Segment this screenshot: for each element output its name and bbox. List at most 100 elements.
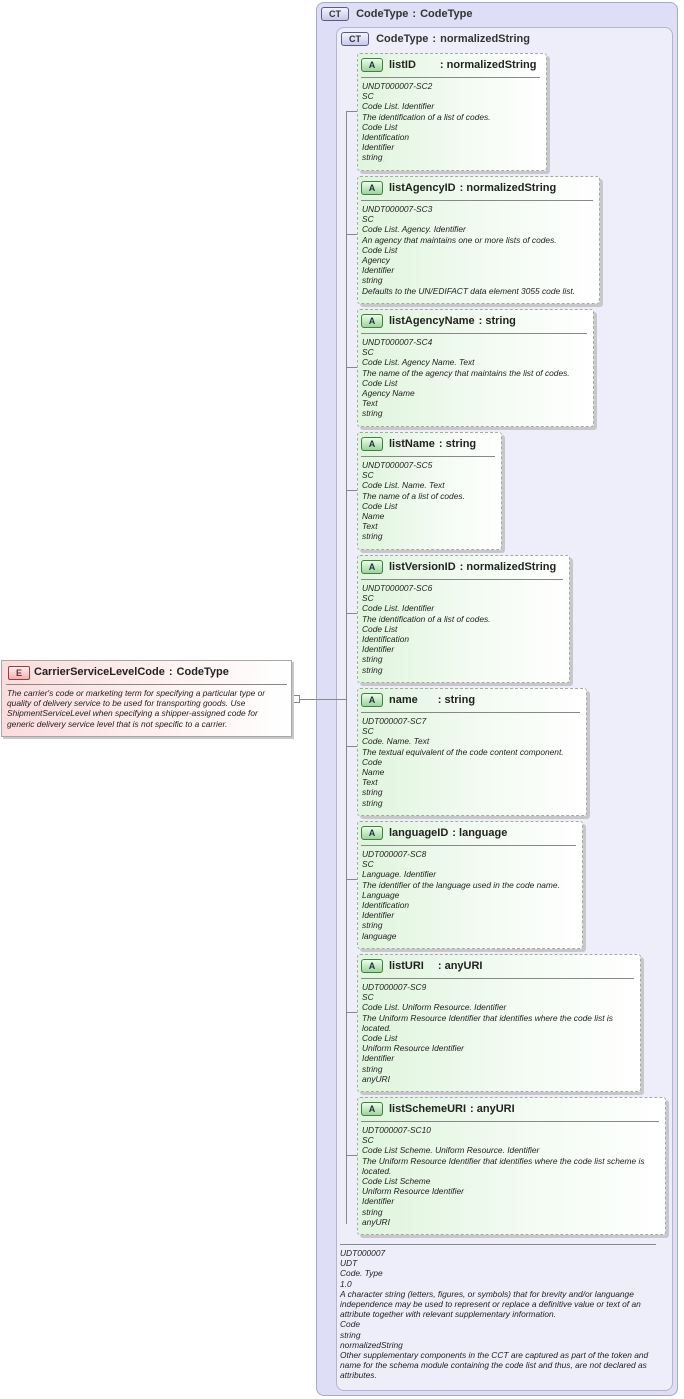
attribute-detail-line: Identifier — [362, 265, 395, 276]
attribute-detail-line: Code List. Identifier — [362, 101, 435, 112]
attribute-type: string — [485, 314, 516, 327]
attribute-icon: A — [361, 1102, 383, 1116]
attribute-detail-line: SC — [362, 91, 374, 102]
attribute-detail-line: Identification — [362, 132, 410, 143]
documentation-line: Code. Type — [340, 1268, 383, 1279]
documentation-line: normalizedString — [340, 1339, 403, 1350]
attribute-detail-line: Code List — [362, 500, 398, 511]
attribute-detail-line: Name — [362, 767, 385, 778]
attribute-detail-line: SC — [362, 726, 374, 737]
attribute-detail-line: SC — [362, 1135, 374, 1146]
attribute-detail-line: SC — [362, 214, 374, 225]
attribute-connector — [346, 234, 357, 235]
attribute-name: listVersionID — [389, 560, 456, 573]
attribute-detail-line: UNDT000007-SC4 — [362, 337, 433, 347]
attribute-detail-line: Code List. Identifier — [362, 603, 435, 614]
attribute-detail-line: string — [362, 275, 383, 286]
documentation-line: UDT — [340, 1258, 358, 1269]
attribute-icon: A — [361, 959, 383, 973]
attribute-detail-line: SC — [362, 593, 374, 604]
attribute-type: normalizedString — [446, 58, 537, 71]
attribute-detail-line: The textual equivalent of the code conte… — [362, 746, 564, 757]
attribute-detail-line: SC — [362, 992, 374, 1003]
attribute-detail-line: Text — [362, 521, 378, 532]
attribute-detail-line: Language. Identifier — [362, 869, 437, 880]
documentation-line: string — [340, 1329, 361, 1340]
attribute-detail-line: language — [362, 930, 397, 941]
element-icon: E — [8, 666, 30, 680]
attribute-detail-line: Identifier — [362, 644, 395, 655]
attribute-icon: A — [361, 560, 383, 574]
attribute-detail-line: anyURI — [362, 1216, 390, 1227]
attribute-detail-line: Language — [362, 889, 400, 900]
attribute-detail-line: UNDT000007-SC6 — [362, 583, 433, 593]
attribute-type: language — [459, 826, 508, 839]
attribute-connector — [346, 490, 357, 491]
attribute-detail-line: Code List. Name. Text — [362, 480, 445, 491]
attribute-detail-line: SC — [362, 859, 374, 870]
attribute-detail-line: Text — [362, 398, 378, 409]
element-type: CodeType — [176, 666, 229, 678]
attribute-detail-line: Code List — [362, 244, 398, 255]
element-description: The carrier's code or marketing term for… — [7, 688, 266, 729]
attribute-detail-line: Code. Name. Text — [362, 736, 430, 747]
attribute-detail-line: The Uniform Resource Identifier that ide… — [362, 1155, 645, 1176]
attribute-detail-line: Code List — [362, 623, 398, 634]
attribute-detail-line: Code List. Agency. Identifier — [362, 224, 466, 235]
attribute-type: normalizedString — [466, 181, 557, 194]
attribute-detail-line: Text — [362, 777, 378, 788]
attribute-detail-line: string — [362, 1206, 383, 1217]
attribute-detail-line: SC — [362, 470, 374, 481]
attribute-type: string — [445, 437, 477, 450]
outer-type-name: CodeType — [356, 7, 409, 20]
attribute-detail-line: The name of the agency that maintains th… — [362, 367, 570, 378]
element-name: CarrierServiceLevelCode — [34, 666, 165, 678]
attribute-detail-line: SC — [362, 347, 374, 358]
attribute-name: listSchemeURI — [389, 1102, 467, 1115]
outer-type-title: CT CodeType:CodeType — [321, 7, 472, 21]
attribute-icon: A — [361, 826, 383, 840]
attribute-detail-line: The identifier of the language used in t… — [362, 879, 560, 890]
attribute-connector — [346, 746, 357, 747]
inner-type-type: normalizedString — [440, 32, 530, 45]
attribute-detail-line: Code List Scheme. Uniform Resource. Iden… — [362, 1145, 540, 1156]
attribute-name: languageID — [389, 826, 449, 839]
attribute-detail-line: Identifier — [362, 1053, 395, 1064]
attribute-detail-line: string — [362, 920, 383, 931]
attribute-detail-line: Identifier — [362, 142, 395, 153]
attribute-detail-line: Uniform Resource Identifier — [362, 1186, 464, 1197]
attribute-detail-line: Code List Scheme — [362, 1176, 431, 1187]
attribute-detail-line: UDT000007-SC10 — [362, 1125, 431, 1135]
attribute-detail-line: Agency Name — [362, 388, 415, 399]
attribute-detail-line: UDT000007-SC9 — [362, 982, 427, 992]
element-box[interactable]: E CarrierServiceLevelCode:CodeType The c… — [1, 660, 292, 737]
attribute-name: listAgencyName — [389, 314, 475, 327]
attribute-icon: A — [361, 437, 383, 451]
attribute-connector — [346, 613, 357, 614]
attribute-detail-line: Code List — [362, 121, 398, 132]
inner-type-title: CT CodeType:normalizedString — [341, 32, 530, 46]
documentation-line: Other supplementary components in the CC… — [340, 1350, 649, 1381]
attribute-icon: A — [361, 58, 383, 72]
attribute-detail-line: string — [362, 1063, 383, 1074]
attribute-connector — [346, 1012, 357, 1013]
attribute-detail-line: UNDT000007-SC2 — [362, 81, 433, 91]
inner-type-name: CodeType — [376, 32, 429, 45]
sequence-expander[interactable] — [292, 695, 300, 703]
attribute-detail-line: UNDT000007-SC3 — [362, 204, 433, 214]
